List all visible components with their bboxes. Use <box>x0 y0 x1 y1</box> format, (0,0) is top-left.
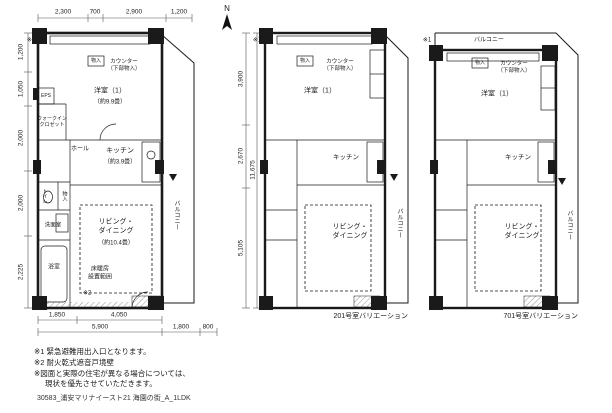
structural-columns <box>32 28 164 310</box>
plan-caption-701: 701号室バリエーション <box>503 313 578 320</box>
room-label-storage: 物入 <box>61 191 68 201</box>
room-label-bedroom: 洋室（1） <box>481 90 513 98</box>
room-size-bedroom: （約9.9畳） <box>93 99 127 106</box>
note1-marker: ※1 <box>26 37 36 44</box>
room-size-living: （約10.4畳） <box>98 240 134 247</box>
room-label-storage: 物入 <box>90 57 102 64</box>
plan-701 <box>429 32 579 310</box>
note1-marker: ※1 <box>422 37 432 44</box>
dim-label: 800 <box>202 323 214 331</box>
evacuation-hatch-icon <box>558 178 566 185</box>
room-label-kitchen: キッチン <box>505 153 531 161</box>
dim-label: 1,200 <box>170 8 188 16</box>
document-id: 30583_浦安マリナイースト21 海園の街_A_1LDK <box>37 395 191 402</box>
dim-label: 2,225 <box>17 263 25 281</box>
room-label-balcony: バルコニー <box>173 200 179 230</box>
room-label-bath: 浴室 <box>47 264 61 271</box>
room-label-kitchen: キッチン <box>106 147 134 155</box>
north-label: N <box>224 4 230 13</box>
dim-label: 1,850 <box>48 311 66 319</box>
dim-label: 5,105 <box>237 239 245 257</box>
dim-label: 2,000 <box>17 129 25 147</box>
room-label-living: リビング・ ダイニング <box>332 223 368 239</box>
room-label-hall: ホール <box>70 146 90 153</box>
room-label-eps: EPS <box>40 92 52 99</box>
room-size-kitchen: （約3.9畳） <box>103 159 137 166</box>
room-label-bedroom: 洋室（1） <box>94 87 126 95</box>
dimension-lines <box>24 14 261 336</box>
dim-label: 2,670 <box>237 147 245 165</box>
room-label-living: リビング・ ダイニング <box>98 218 134 234</box>
room-label-wic: ウォークイン クロゼット <box>36 115 68 128</box>
note1-marker: ※1 <box>252 37 262 44</box>
dim-label: 1,050 <box>17 80 25 98</box>
dim-label: 700 <box>89 8 101 16</box>
footnote-4: 現状を優先させていただきます。 <box>45 379 157 388</box>
room-label-balcony: バルコニー <box>566 210 572 240</box>
footnote-2: ※2 耐火乾式遮音戸境壁 <box>34 358 115 367</box>
room-label-counter: カウンター （下部物入） <box>107 59 141 72</box>
dim-label: 2,900 <box>125 8 143 16</box>
dim-label-total: 11,675 <box>249 160 257 180</box>
room-label-toilet: トイレ <box>41 188 48 204</box>
room-label-balcony-top: バルコニー <box>474 37 504 44</box>
dim-label: 1,800 <box>172 323 190 331</box>
room-label-counter: カウンター （下部物入） <box>497 61 531 74</box>
dim-label: 2,000 <box>17 194 25 212</box>
dim-label: 4,050 <box>110 311 128 319</box>
evacuation-hatch-icon <box>169 174 177 181</box>
dim-label: 3,900 <box>237 70 245 88</box>
note2-marker: ※2 <box>82 290 92 297</box>
dim-label: 2,300 <box>54 8 72 16</box>
main-plan <box>32 28 195 310</box>
room-label-bedroom: 洋室（1） <box>304 87 336 95</box>
north-arrow-icon <box>222 14 232 30</box>
footnote-1: ※1 緊急避難用出入口となります。 <box>34 347 151 356</box>
room-label-storage: 物入 <box>474 59 486 66</box>
dim-label: 1,200 <box>17 43 25 61</box>
room-label-living: リビング・ ダイニング <box>504 223 540 239</box>
floor-heating-label: 床暖房 設置範囲 <box>87 266 113 281</box>
dim-label: 5,900 <box>91 323 109 331</box>
room-label-balcony: バルコニー <box>396 208 402 238</box>
plan-caption-201: 201号室バリエーション <box>333 313 408 320</box>
room-label-storage: 物入 <box>299 57 311 64</box>
evacuation-hatch-icon <box>390 174 398 181</box>
room-label-washroom: 洗面室 <box>44 222 62 229</box>
room-label-counter: カウンター （下部物入） <box>323 59 357 72</box>
plan-201 <box>259 28 409 310</box>
footnote-3: ※図面と実際の住宅が異なる場合については、 <box>34 369 190 378</box>
room-label-kitchen: キッチン <box>333 153 359 161</box>
